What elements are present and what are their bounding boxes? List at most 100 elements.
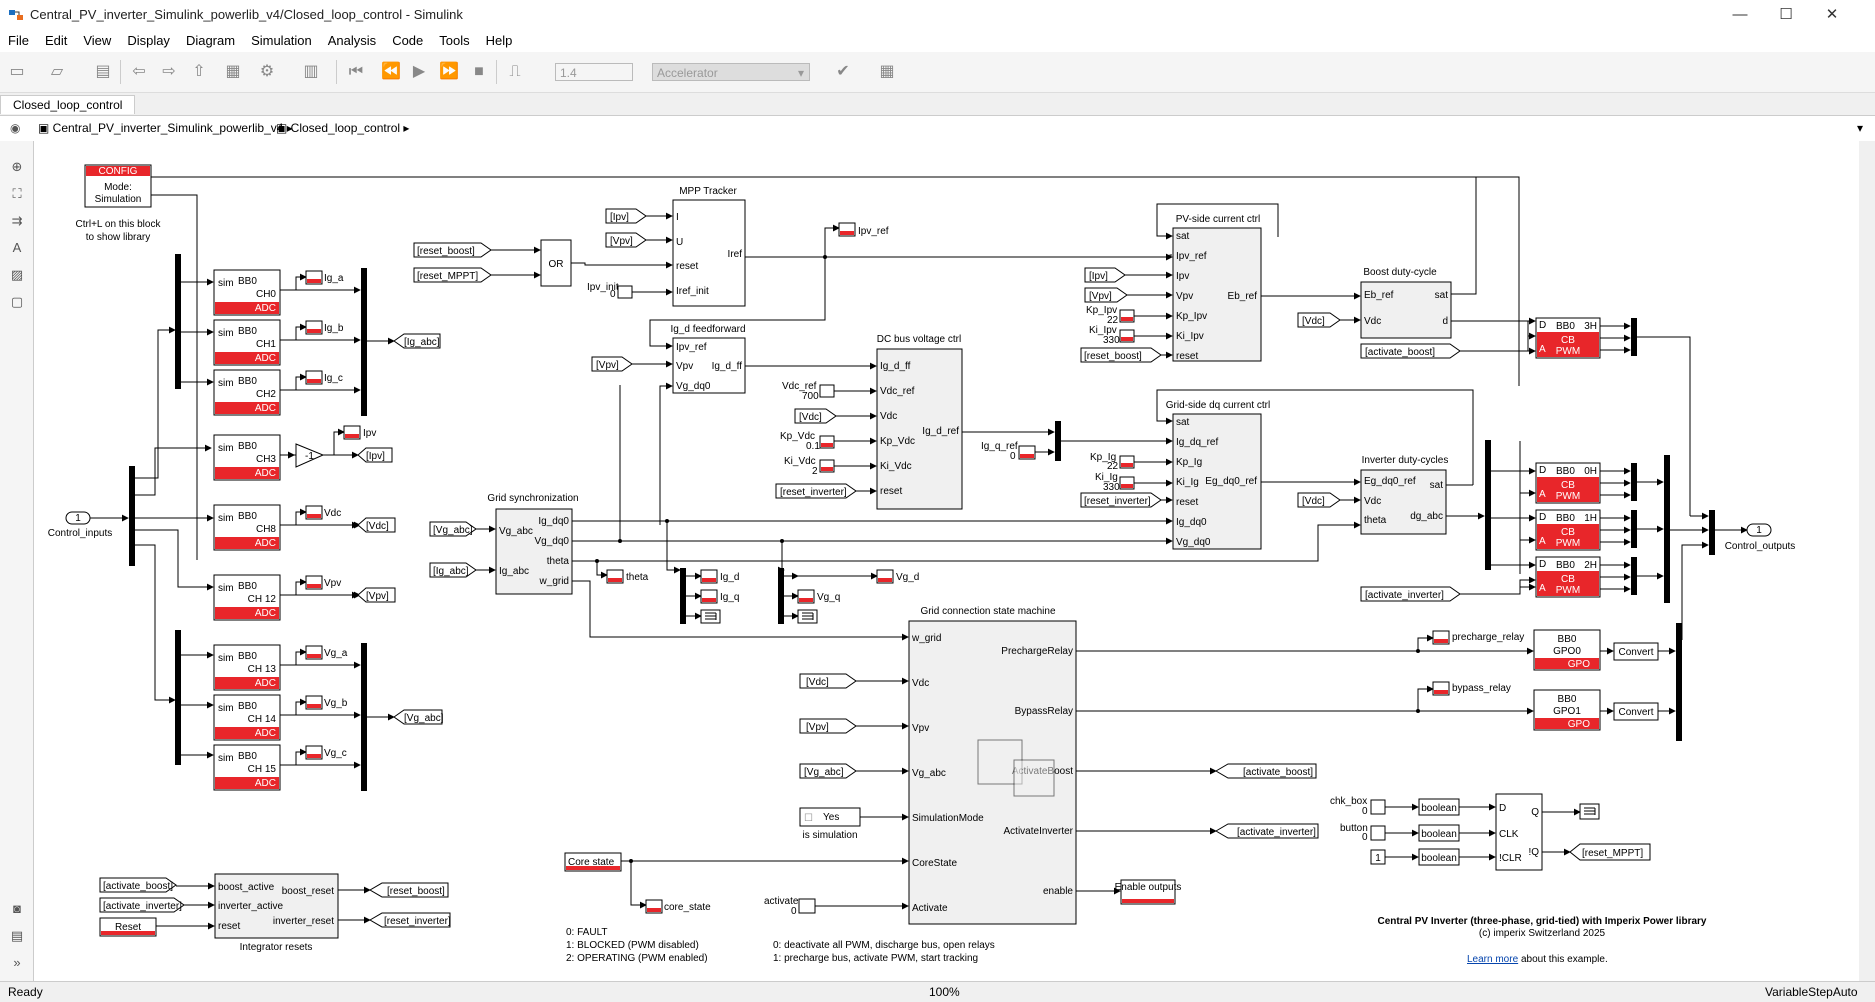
- boolean-conv-3[interactable]: boolean: [1418, 848, 1460, 866]
- zoom-icon[interactable]: ⊕: [11, 159, 23, 174]
- core-state-block[interactable]: Core state: [564, 852, 622, 872]
- up-icon[interactable]: ⇧: [192, 63, 206, 80]
- goto-activate-boost-from[interactable]: [activate_boost]: [1360, 343, 1461, 359]
- from-reset-inverter-gridctrl[interactable]: [reset_inverter]: [1080, 492, 1162, 508]
- vg-q-scope[interactable]: Vg_q: [797, 589, 840, 604]
- mpp-tracker-block[interactable]: MPP Tracker I U reset Iref_init Iref: [672, 186, 746, 307]
- goto-reset-mppt[interactable]: [reset_MPPT]: [1569, 843, 1651, 861]
- stop-icon[interactable]: ■: [474, 63, 484, 80]
- from-vg-abc-sm[interactable]: [Vg_abc]: [799, 763, 857, 779]
- menu-view[interactable]: View: [83, 33, 112, 48]
- ig-d-scope[interactable]: Ig_d: [700, 569, 739, 584]
- menu-file[interactable]: File: [8, 33, 29, 48]
- adc-scope-3[interactable]: Ipv: [343, 425, 376, 440]
- vertical-scrollbar[interactable]: [1859, 141, 1875, 981]
- from-vpv-sm[interactable]: [Vpv]: [799, 718, 857, 734]
- step-back-icon[interactable]: ⏮: [348, 63, 364, 80]
- from-reset-inverter-dcbus[interactable]: [reset_inverter]: [775, 483, 857, 499]
- minimize-button[interactable]: —: [1732, 6, 1748, 23]
- tab-closed-loop-control[interactable]: Closed_loop_control: [0, 95, 136, 114]
- menu-diagram[interactable]: Diagram: [185, 33, 236, 48]
- forward-icon[interactable]: ⇨: [162, 63, 176, 80]
- menu-help[interactable]: Help: [485, 33, 513, 48]
- property-icon[interactable]: ▤: [10, 928, 24, 943]
- back-icon[interactable]: ⇦: [132, 63, 146, 80]
- from-reset-mppt[interactable]: [reset_MPPT]: [413, 267, 492, 283]
- from-vpv-ff[interactable]: [Vpv]: [591, 356, 633, 372]
- boost-duty-cycle-block[interactable]: Boost duty-cycle Eb_ref Vdc sat d: [1360, 267, 1452, 339]
- reset-button-block[interactable]: Reset: [99, 917, 157, 937]
- ig-q-scope[interactable]: Ig_q: [700, 589, 739, 604]
- adc-scope-4[interactable]: Vdc: [295, 505, 341, 525]
- precharge-relay-scope[interactable]: precharge_relay: [1432, 630, 1524, 645]
- scope-icon[interactable]: ⎍: [509, 63, 521, 80]
- adc-scope-2[interactable]: Ig_c: [295, 370, 343, 390]
- convert-block-1[interactable]: Convert: [1613, 642, 1659, 661]
- stop-time-input[interactable]: 1.4: [555, 63, 633, 81]
- simulation-mode-select[interactable]: Accelerator▾: [652, 63, 810, 81]
- fit-view-icon[interactable]: ⛶: [12, 186, 22, 201]
- address-dropdown-icon[interactable]: ▾: [1857, 121, 1864, 135]
- from-vg-abc-sync[interactable]: [Vg_abc]: [429, 521, 477, 537]
- chk-box-toggle[interactable]: [1370, 799, 1386, 815]
- breadcrumb-root[interactable]: ▣ Central_PV_inverter_Simulink_powerlib_…: [38, 121, 293, 135]
- new-model-icon[interactable]: ▭: [9, 63, 25, 80]
- goto-reset-boost[interactable]: [reset_boost]: [369, 882, 449, 898]
- ipv-init-input[interactable]: [617, 285, 633, 299]
- control-inputs-inport[interactable]: 1 Control_inputs: [48, 511, 112, 539]
- from-ig-abc-sync[interactable]: [Ig_abc]: [429, 562, 477, 578]
- maximize-button[interactable]: ☐: [1779, 6, 1793, 23]
- boolean-conv-1[interactable]: boolean: [1418, 798, 1460, 816]
- menu-code[interactable]: Code: [392, 33, 424, 48]
- area-icon[interactable]: ▢: [10, 294, 24, 309]
- vg-d-scope[interactable]: Vg_d: [876, 569, 919, 584]
- menu-edit[interactable]: Edit: [44, 33, 68, 48]
- adc-scope-8[interactable]: Vg_c: [295, 745, 347, 765]
- step-back2-icon[interactable]: ⏪: [381, 63, 401, 80]
- menu-display[interactable]: Display: [127, 33, 170, 48]
- image-icon[interactable]: ▨: [10, 267, 24, 282]
- from-vpv-pvctrl[interactable]: [Vpv]: [1084, 287, 1128, 303]
- model-explorer-icon[interactable]: ▦: [225, 63, 241, 80]
- gain-block[interactable]: -1: [295, 443, 325, 468]
- control-outputs-outport[interactable]: 1 Control_outputs: [1725, 523, 1796, 552]
- open-icon[interactable]: ▱: [50, 63, 64, 80]
- solver-name[interactable]: VariableStepAuto: [1765, 985, 1858, 999]
- from-ipv-mpp[interactable]: [Ipv]: [605, 208, 647, 224]
- from-reset-boost[interactable]: [reset_boost]: [413, 242, 492, 258]
- adc-scope-5[interactable]: Vpv: [295, 575, 341, 595]
- inverter-duty-cycles-block[interactable]: Inverter duty-cycles Eg_dq0_ref Vdc thet…: [1360, 455, 1448, 535]
- bypass-relay-scope[interactable]: bypass_relay: [1432, 681, 1511, 696]
- step-forward-icon[interactable]: ⏩: [439, 63, 459, 80]
- enable-outputs-block[interactable]: Enable outputs: [1115, 879, 1182, 905]
- dc-bus-voltage-ctrl-block[interactable]: DC bus voltage ctrl Ig_d_ff Vdc_ref Vdc …: [876, 334, 963, 510]
- run-icon[interactable]: ▶: [412, 63, 426, 80]
- build-icon[interactable]: ▦: [879, 63, 895, 80]
- from-vdc-boost[interactable]: [Vdc]: [1297, 312, 1341, 328]
- adc-scope-6[interactable]: Vg_a: [295, 645, 348, 665]
- grid-connection-state-machine-block[interactable]: Grid connection state machine w_grid Vdc…: [908, 606, 1077, 925]
- breadcrumb-child[interactable]: ▣ Closed_loop_control ▸: [276, 121, 410, 135]
- annotation-icon[interactable]: A: [12, 240, 22, 255]
- activate-switch[interactable]: [798, 898, 816, 914]
- library-icon[interactable]: ▥: [303, 63, 319, 80]
- from-activate-boost-ir[interactable]: [activate_boost]: [99, 877, 177, 893]
- convert-block-2[interactable]: Convert: [1613, 702, 1659, 721]
- save-icon[interactable]: ▤: [95, 63, 111, 80]
- goto-vg-abc[interactable]: [Vg_abc]: [393, 709, 444, 725]
- settings-gear-icon[interactable]: ⚙: [259, 63, 275, 80]
- goto-activate-boost[interactable]: [activate_boost]: [1215, 763, 1317, 779]
- adc-scope-1[interactable]: Ig_b: [295, 320, 344, 340]
- button-toggle[interactable]: [1370, 825, 1386, 841]
- or-block[interactable]: OR: [540, 239, 572, 287]
- grid-synchronization-block[interactable]: Grid synchronization Vg_abc Ig_abc Ig_dq…: [487, 493, 579, 595]
